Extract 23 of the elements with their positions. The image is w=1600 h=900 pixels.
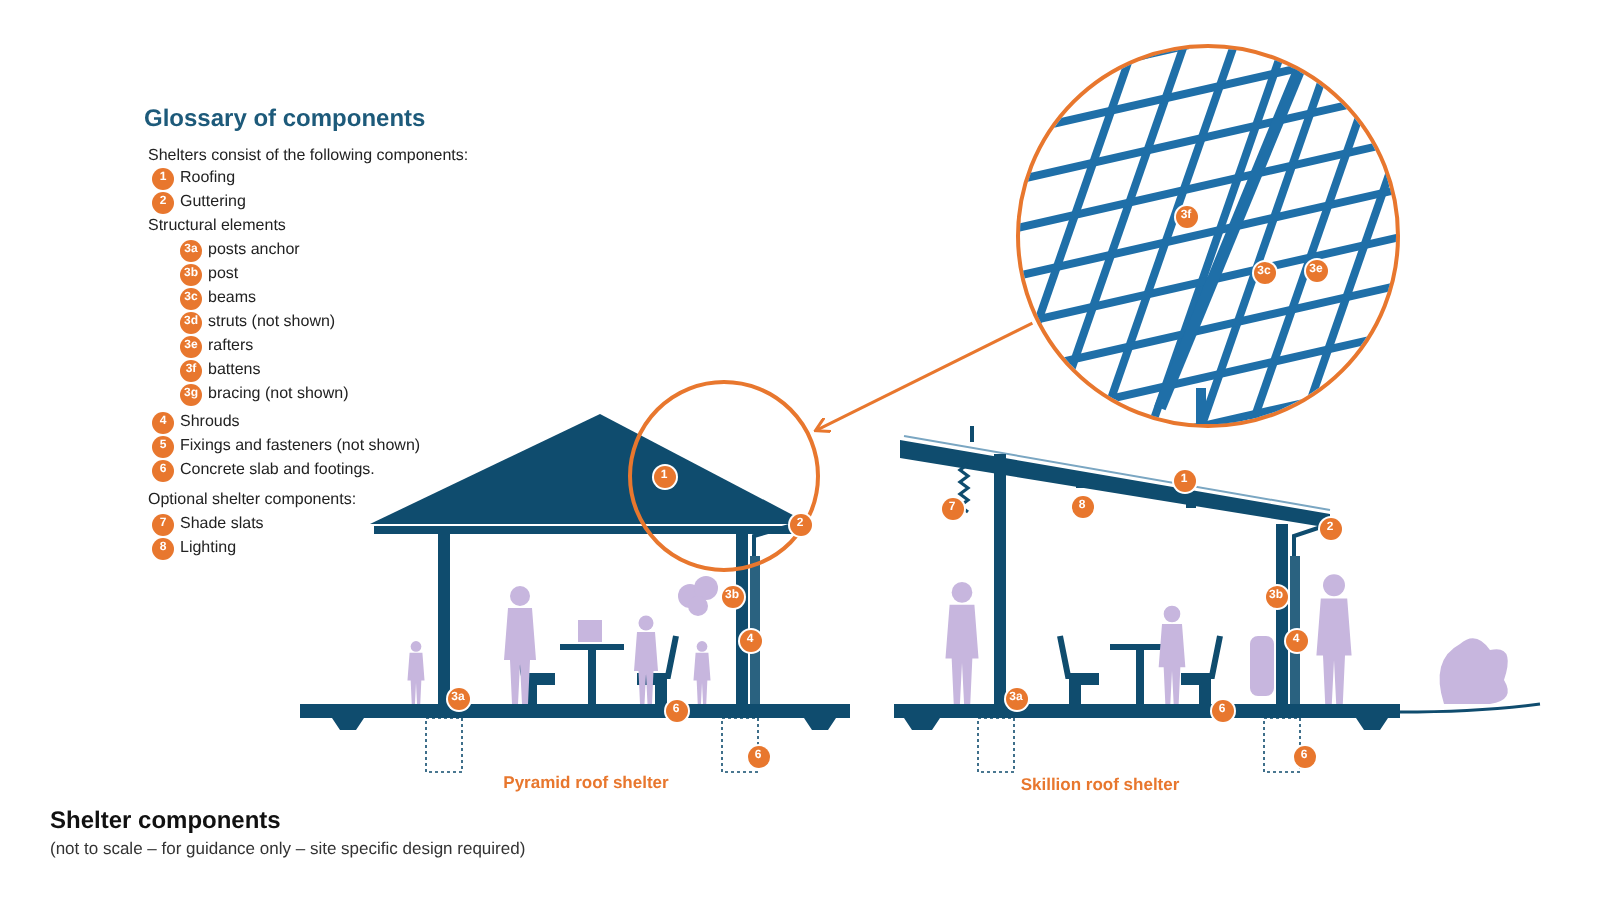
glossary-item: post	[208, 264, 239, 284]
glossary-subheading: Shelters consist of the following components:	[148, 146, 469, 166]
shelter-label: Skillion roof shelter	[1020, 774, 1180, 794]
glossary-item: Lighting	[180, 538, 237, 558]
glossary-subheading: Optional shelter components:	[148, 490, 357, 510]
arrow	[813, 321, 1034, 434]
shelter-label: Pyramid roof shelter	[503, 772, 669, 792]
glossary-item: Guttering	[180, 192, 246, 212]
glossary-subheading: Structural elements	[148, 216, 286, 236]
glossary-item: Shade slats	[180, 514, 264, 534]
glossary-item: Fixings and fasteners (not shown)	[180, 436, 421, 456]
glossary-item: Shrouds	[180, 412, 240, 432]
glossary-item: rafters	[208, 336, 254, 356]
glossary-item: bracing (not shown)	[208, 384, 349, 404]
glossary-item: Roofing	[180, 168, 236, 188]
glossary-heading: Glossary of components	[144, 104, 426, 132]
glossary-item: beams	[208, 288, 257, 308]
glossary-item: battens	[208, 360, 261, 380]
diagram-title: Shelter components	[50, 806, 281, 834]
caption: (not to scale – for guidance only – site specific design required)	[50, 838, 526, 858]
glossary-item: posts anchor	[208, 240, 300, 260]
glossary-item: struts (not shown)	[208, 312, 336, 332]
glossary-item: Concrete slab and footings.	[180, 460, 375, 480]
